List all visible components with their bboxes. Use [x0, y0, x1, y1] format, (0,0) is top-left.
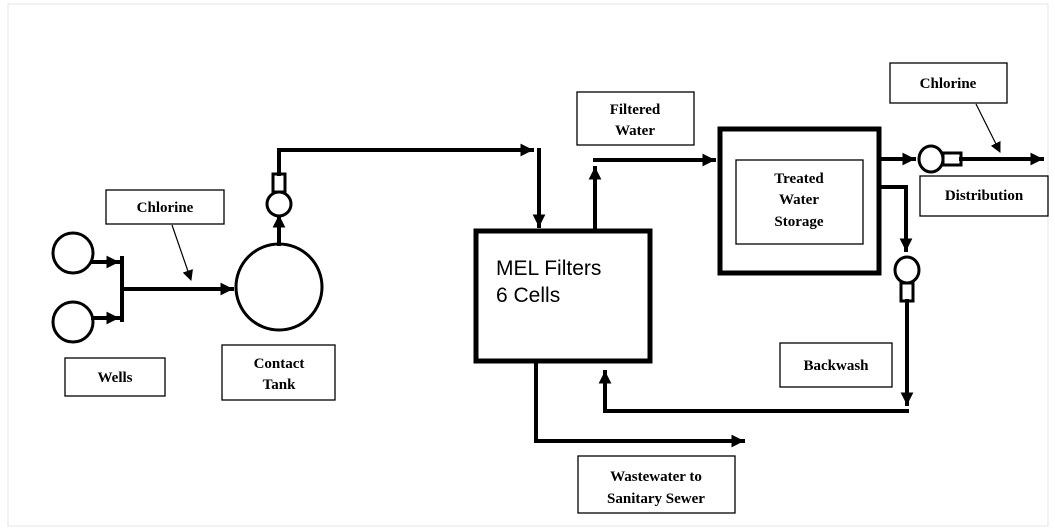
- treated-storage-label-1: Treated: [774, 171, 824, 187]
- filtered-water-box: [576, 91, 695, 146]
- filtered-water-label-2: Water: [615, 123, 655, 139]
- distribution-box: [919, 175, 1049, 217]
- mel-filters-label-1: MEL Filters: [496, 257, 601, 280]
- pump-3-discharge: [899, 281, 915, 303]
- chlorine-right-pointer: [975, 103, 1001, 153]
- diagram-frame: [7, 3, 1049, 527]
- wastewater-label-1: Wastewater to: [610, 469, 702, 485]
- contact-tank-label-1: Contact: [254, 356, 305, 372]
- pump-2-discharge: [941, 151, 963, 167]
- chlorine-left-label: Chlorine: [137, 200, 194, 216]
- pump-2-icon: [917, 144, 945, 174]
- chlorine-left-pointer: [171, 224, 193, 282]
- backwash-return-line: [598, 370, 909, 413]
- mel-filters-box: [473, 228, 653, 364]
- mel-filters-label-2: 6 Cells: [496, 284, 560, 307]
- contact-tank-label-2: Tank: [263, 377, 296, 393]
- wastewater-line: [534, 361, 745, 448]
- treated-storage-label-2: Water: [779, 192, 819, 208]
- treated-storage-inner: [735, 159, 864, 245]
- chlorine-right-label: Chlorine: [920, 76, 977, 92]
- distribution-label: Distribution: [945, 188, 1024, 204]
- contact-tank-box: [221, 344, 336, 401]
- wells-box: [64, 357, 166, 397]
- pump-1-icon: [265, 190, 293, 218]
- storage-to-backwash-pump: [879, 185, 913, 252]
- pump-1-discharge: [271, 172, 287, 194]
- chlorine-left-box: [105, 189, 225, 225]
- filtered-water-label-1: Filtered: [610, 102, 661, 118]
- well-2-circle: [51, 300, 95, 344]
- pump-3-icon: [893, 255, 921, 285]
- chlorine-right-box: [889, 62, 1008, 104]
- wastewater-box: [577, 455, 736, 514]
- wastewater-label-2: Sanitary Sewer: [607, 491, 705, 507]
- well-1-circle: [51, 231, 95, 275]
- backwash-box: [779, 342, 893, 388]
- contact-to-filter-line: [277, 143, 534, 176]
- contact-tank-circle: [234, 242, 324, 332]
- wells-label: Wells: [97, 370, 132, 386]
- backwash-label: Backwash: [803, 358, 869, 374]
- treated-storage-label-3: Storage: [774, 214, 823, 230]
